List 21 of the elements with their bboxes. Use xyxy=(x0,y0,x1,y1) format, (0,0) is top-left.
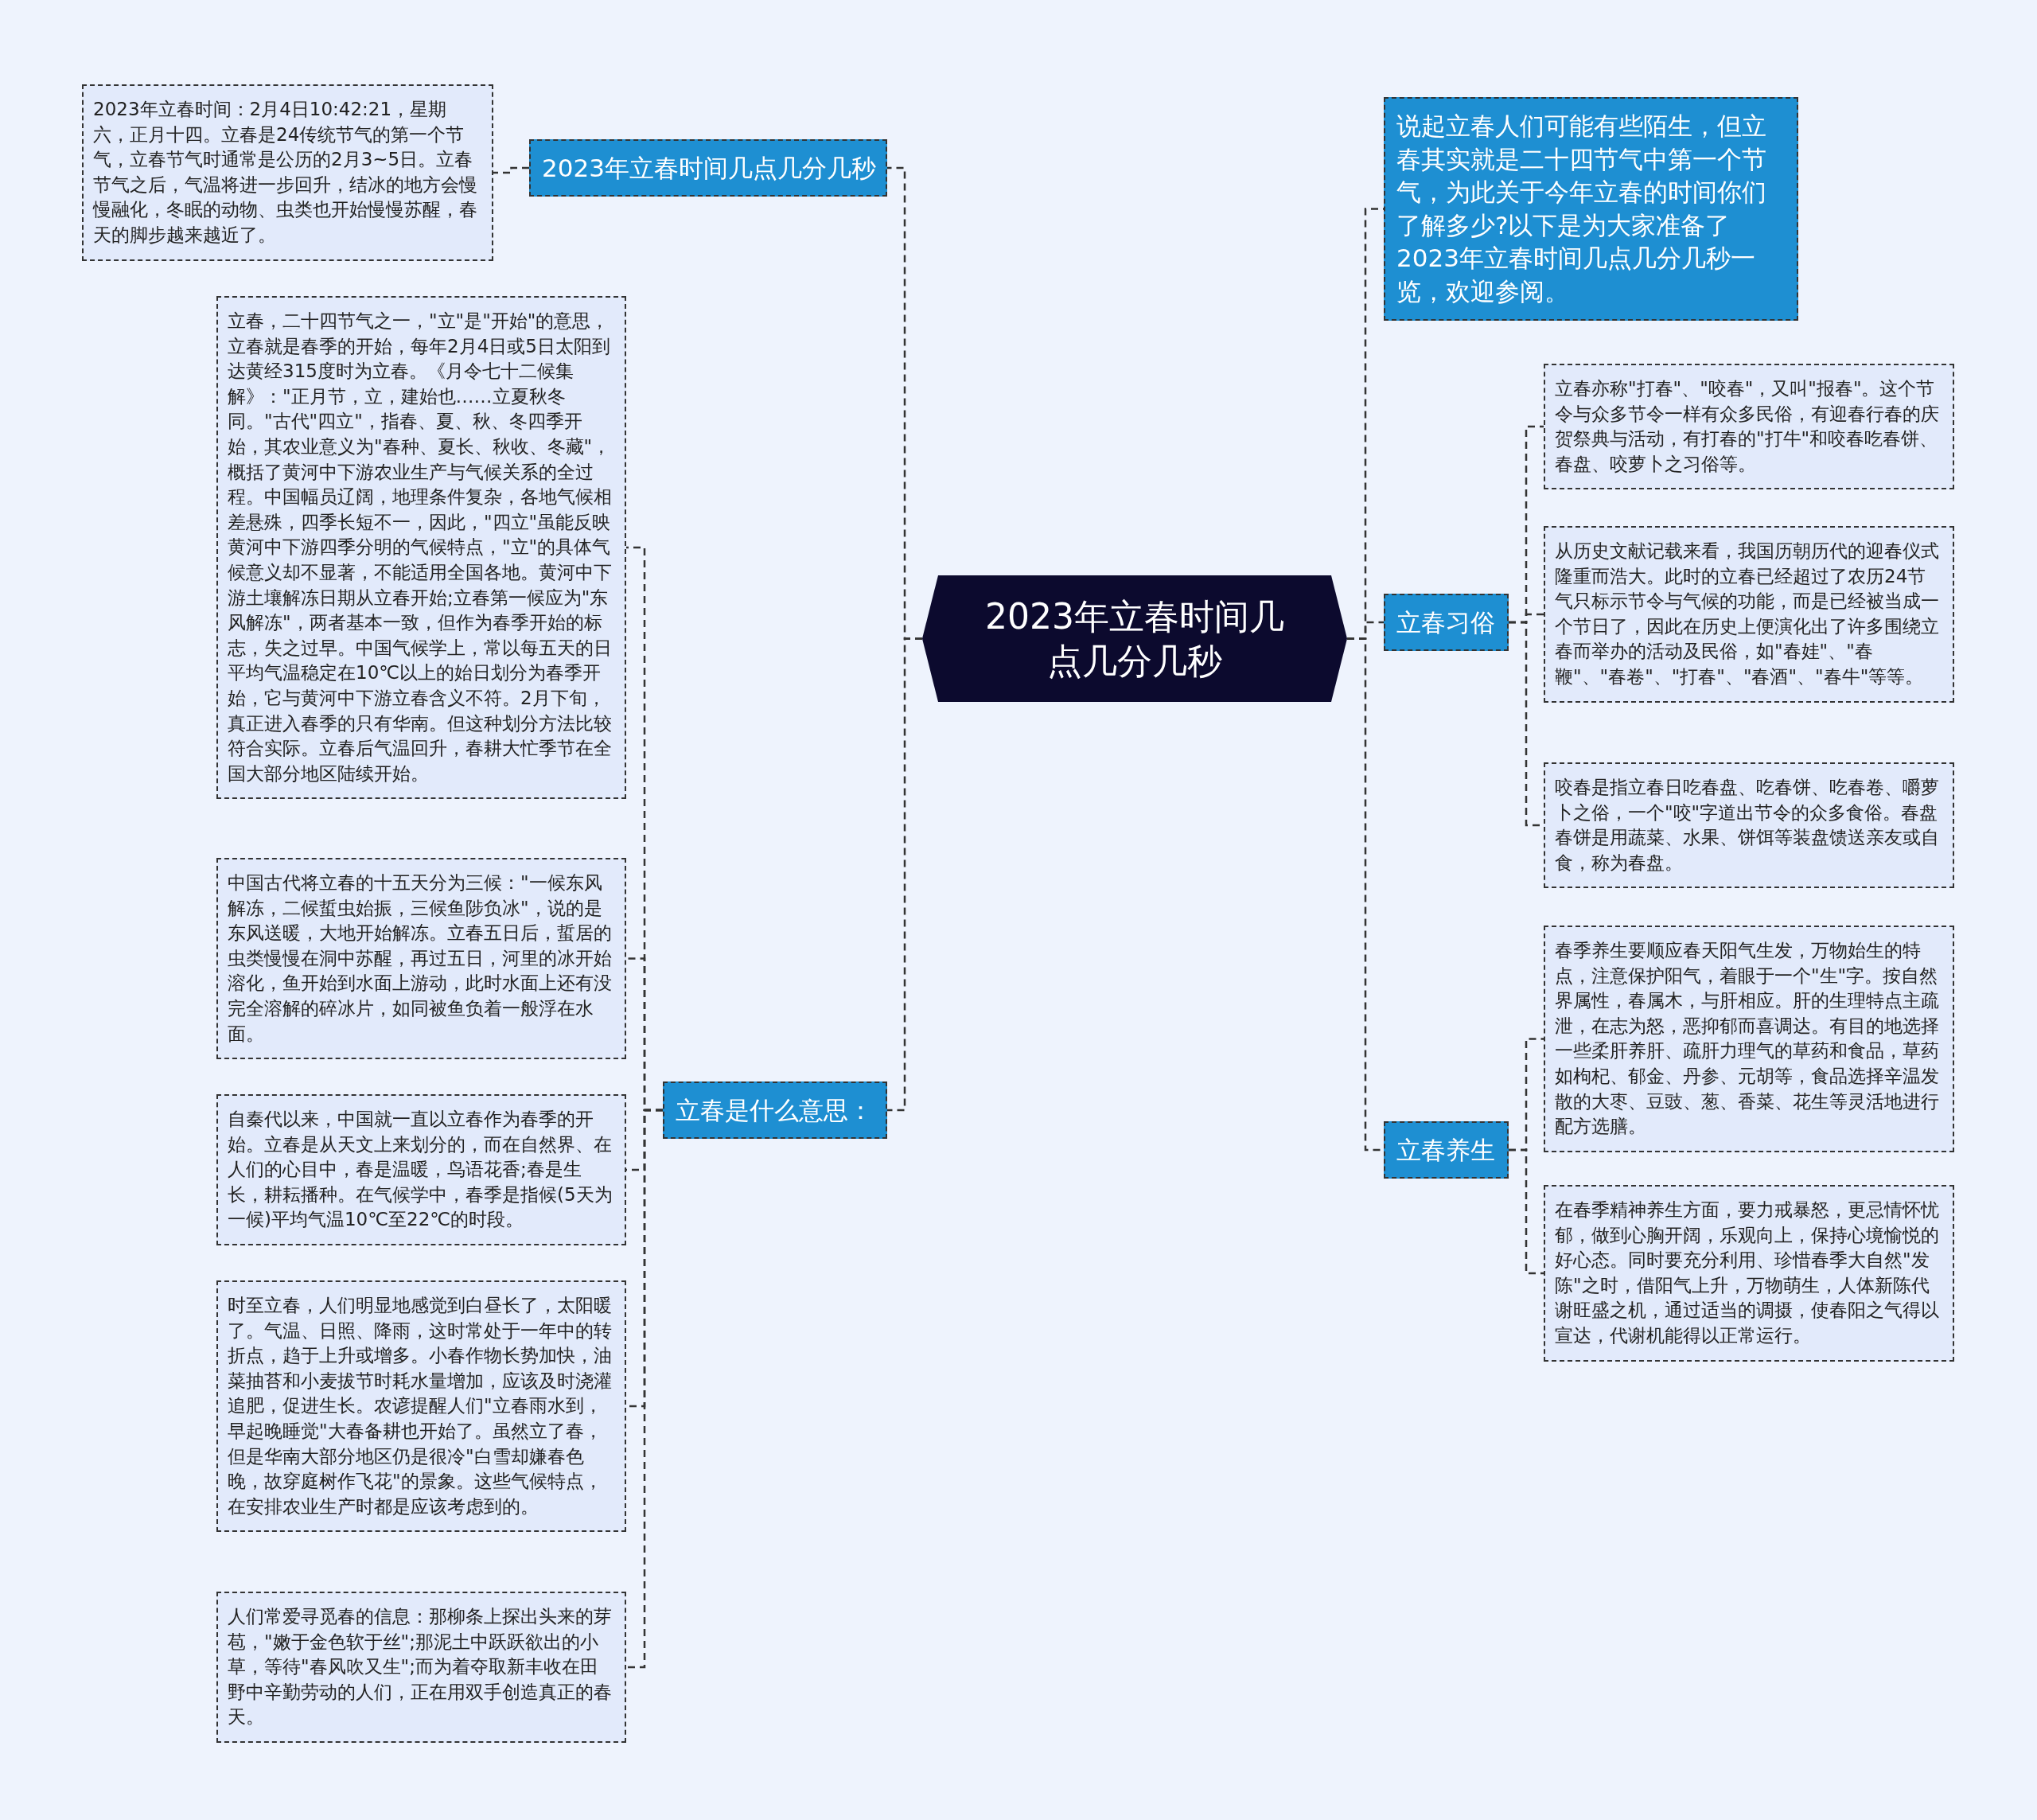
central-topic: 2023年立春时间几点几分几秒 xyxy=(922,575,1347,702)
text-box: 中国古代将立春的十五天分为三候："一候东风解冻，二候蜇虫始振，三候鱼陟负冰"，说的是东风送暖，大地开始解冻。立春五日后，蜇居的虫类慢慢在洞中苏醒，再过五日，河里的冰开始溶化，鱼开始到水面上游动，此时水面上还有没完全溶解的碎冰片，如同被鱼负着一般浮在水面。 xyxy=(216,858,626,1060)
topic-box: 立春习俗 xyxy=(1384,594,1509,651)
text-box: 自秦代以来，中国就一直以立春作为春季的开始。立春是从天文上来划分的，而在自然界、在人们的心目中，春是温暖，鸟语花香;春是生长，耕耘播种。在气候学中，春季是指候(5天为一候)平均气温10℃至22℃的时段。 xyxy=(216,1094,626,1245)
text-box: 立春，二十四节气之一，"立"是"开始"的意思，立春就是春季的开始，每年2月4日或5日太阳到达黄经315度时为立春。《月令七十二候集解》："正月节，立，建始也……立夏秋冬同。"古代"四立"，指春、夏、秋、冬四季开始，其农业意义为"春种、夏长、秋收、冬藏"，概括了黄河中下游农业生产与气候关系的全过程。中国幅员辽阔，地理条件复杂，各地气候相差悬殊，四季长短不一，因此，"四立"虽能反映黄河中下游四季分明的气候特点，"立"的具体气候意义却不显著，不能适用全国各地。黄河中下游土壤解冻日期从立春开始;立春第一候应为"东风解冻"，两者基本一致，但作为春季开始的标志，失之过早。中国气候学上，常以每五天的日平均气温稳定在10℃以上的始日划分为春季开始，它与黄河中下游立春含义不符。2月下旬，真正进入春季的只有华南。但这种划分方法比较符合实际。立春后气温回升，春耕大忙季节在全国大部分地区陆续开始。 xyxy=(216,296,626,800)
topic-box: 立春是什么意思： xyxy=(663,1081,887,1139)
connector-line xyxy=(887,637,922,1112)
intro-box: 说起立春人们可能有些陌生，但立春其实就是二十四节气中第一个节气，为此关于今年立春的时间你们了解多少?以下是为大家准备了2023年立春时间几点几分几秒一览，欢迎参阅。 xyxy=(1384,97,1798,321)
text-box: 立春亦称"打春"、"咬春"，又叫"报春"。这个节令与众多节令一样有众多民俗，有迎春行春的庆贺祭典与活动，有打春的"打牛"和咬春吃春饼、春盘、咬萝卜之习俗等。 xyxy=(1544,364,1954,490)
topic-box: 立春养生 xyxy=(1384,1121,1509,1179)
text-box: 时至立春，人们明显地感觉到白昼长了，太阳暖了。气温、日照、降雨，这时常处于一年中的转折点，趋于上升或增多。小春作物长势加快，油菜抽苔和小麦拔节时耗水量增加，应该及时浇灌追肥，促进生长。农谚提醒人们"立春雨水到，早起晚睡觉"大春备耕也开始了。虽然立了春，但是华南大部分地区仍是很冷"白雪却嫌春色晚，故穿庭树作飞花"的景象。这些气候特点，在安排农业生产时都是应该考虑到的。 xyxy=(216,1280,626,1533)
text-box: 从历史文献记载来看，我国历朝历代的迎春仪式隆重而浩大。此时的立春已经超过了农历24节气只标示节令与气候的功能，而是已经被当成一个节日了，因此在历史上便演化出了许多围绕立春而举办的活动及民俗，如"春娃"、"春鞭"、"春卷"、"打春"、"春酒"、"春牛"等等。 xyxy=(1544,526,1954,703)
connector-line xyxy=(626,1109,663,1669)
text-box: 春季养生要顺应春天阳气生发，万物始生的特点，注意保护阳气，着眼于一个"生"字。按自然界属性，春属木，与肝相应。肝的生理特点主疏泄，在志为怒，恶抑郁而喜调达。有目的地选择一些柔肝养肝、疏肝力理气的草药和食品，草药如枸杞、郁金、丹参、元胡等，食品选择辛温发散的大枣、豆豉、葱、香菜、花生等灵活地进行配方选膳。 xyxy=(1544,926,1954,1152)
connector-line xyxy=(1509,1148,1544,1275)
text-box: 咬春是指立春日吃春盘、吃春饼、吃春卷、嚼萝卜之俗，一个"咬"字道出节令的众多食俗。春盘春饼是用蔬菜、水果、饼饵等装盘馈送亲友或自食，称为春盘。 xyxy=(1544,762,1954,889)
text-box: 2023年立春时间：2月4日10:42:21，星期六，正月十四。立春是24传统节气的第一个节气，立春节气时通常是公历的2月3~5日。立春节气之后，气温将进一步回升，结冰的地方会慢慢融化，冬眠的动物、虫类也开始慢慢苏醒，春天的脚步越来越近了。 xyxy=(82,84,493,261)
text-box: 人们常爱寻觅春的信息：那柳条上探出头来的芽苞，"嫩于金色软于丝";那泥土中跃跃欲出的小草，等待"春风吹又生";而为着夺取新丰收在田野中辛勤劳动的人们，正在用双手创造真正的春天。 xyxy=(216,1592,626,1743)
connector-line xyxy=(493,166,529,174)
topic-box: 2023年立春时间几点几分几秒 xyxy=(529,139,887,197)
text-box: 在春季精神养生方面，要力戒暴怒，更忌情怀忧郁，做到心胸开阔，乐观向上，保持心境愉悦的好心态。同时要充分利用、珍惜春季大自然"发陈"之时，借阳气上升，万物萌生，人体新陈代谢旺盛之机，通过适当的调摄，使春阳之气得以宣达，代谢机能得以正常运行。 xyxy=(1544,1185,1954,1362)
